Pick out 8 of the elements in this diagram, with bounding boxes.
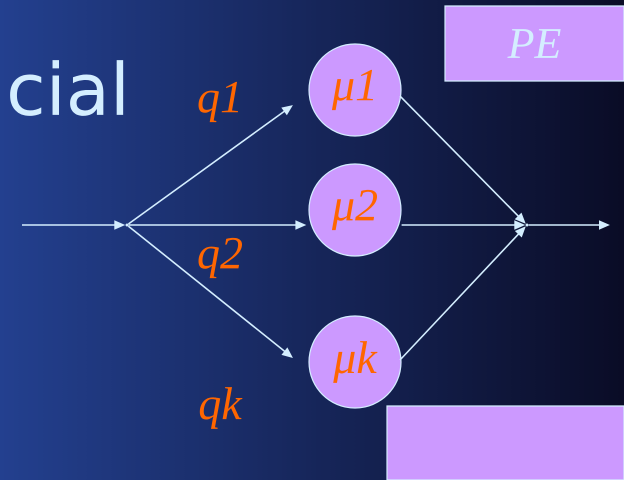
edge-label: q1	[198, 82, 238, 122]
junction-point	[526, 224, 528, 226]
junction-point	[126, 224, 128, 226]
edge-label: qk	[200, 387, 242, 429]
label-box	[386, 405, 624, 480]
title-fragment: cial	[10, 60, 124, 116]
label-box: PE	[444, 5, 624, 82]
edge-label: q2	[198, 238, 242, 278]
